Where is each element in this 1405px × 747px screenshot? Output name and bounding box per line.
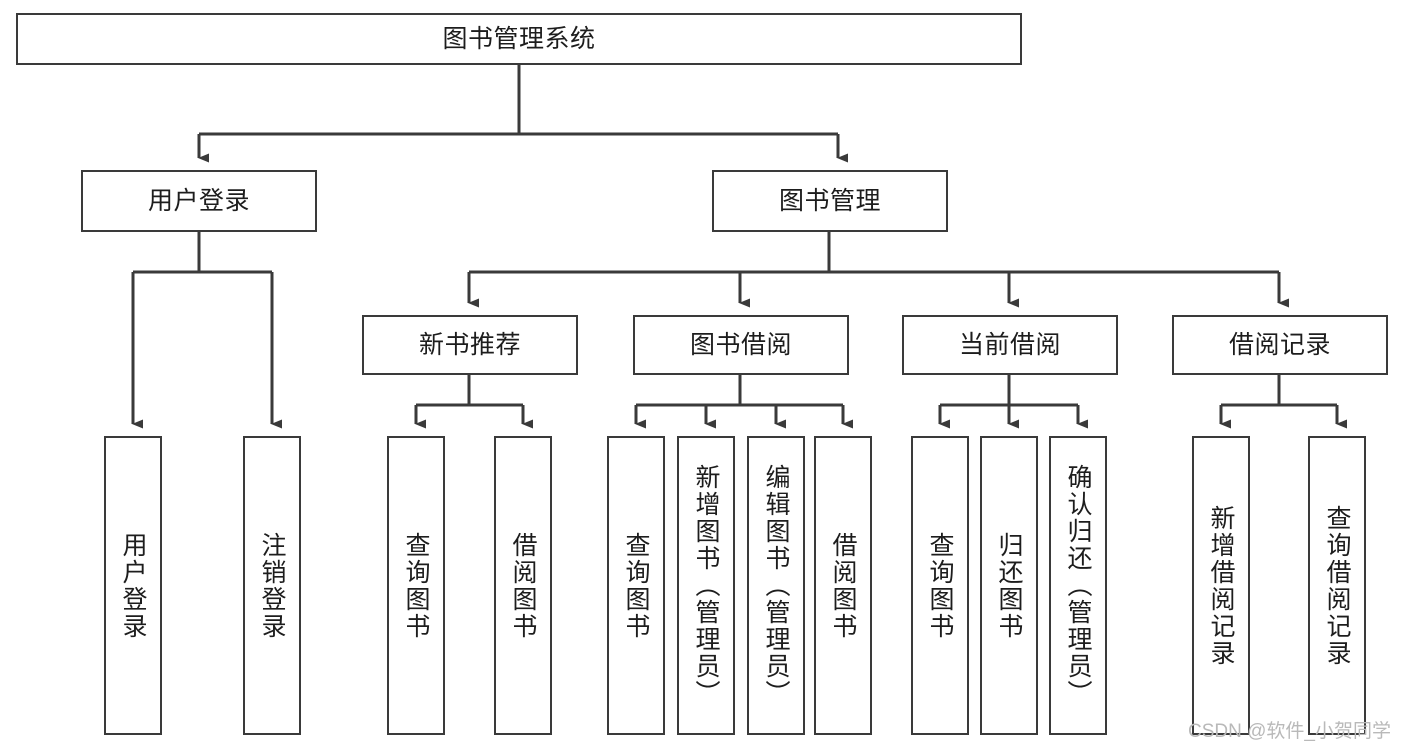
leaf-confirm-return-label: 确认归还（管理员） bbox=[1064, 464, 1092, 707]
node-user-login[interactable]: 用户登录 bbox=[81, 170, 317, 232]
node-book-borrow[interactable]: 图书借阅 bbox=[633, 315, 849, 375]
node-book-borrow-label: 图书借阅 bbox=[689, 330, 792, 359]
leaf-add-book-label: 新增图书（管理员） bbox=[692, 464, 720, 707]
leaf-logout-label: 注销登录 bbox=[258, 531, 286, 640]
leaf-borrow-book-2-label: 借阅图书 bbox=[829, 531, 857, 640]
node-user-login-label: 用户登录 bbox=[147, 186, 250, 215]
leaf-query-book-1[interactable]: 查询图书 bbox=[387, 436, 445, 735]
node-new-book-recommend[interactable]: 新书推荐 bbox=[362, 315, 578, 375]
leaf-borrow-book-1[interactable]: 借阅图书 bbox=[494, 436, 552, 735]
leaf-user-login[interactable]: 用户登录 bbox=[104, 436, 162, 735]
leaf-add-book[interactable]: 新增图书（管理员） bbox=[677, 436, 735, 735]
leaf-confirm-return[interactable]: 确认归还（管理员） bbox=[1049, 436, 1107, 735]
leaf-query-book-2-label: 查询图书 bbox=[622, 531, 650, 640]
leaf-return-book[interactable]: 归还图书 bbox=[980, 436, 1038, 735]
leaf-add-record[interactable]: 新增借阅记录 bbox=[1192, 436, 1250, 735]
leaf-query-book-3-label: 查询图书 bbox=[926, 531, 954, 640]
node-new-book-recommend-label: 新书推荐 bbox=[418, 330, 521, 359]
leaf-logout[interactable]: 注销登录 bbox=[243, 436, 301, 735]
leaf-query-record[interactable]: 查询借阅记录 bbox=[1308, 436, 1366, 735]
leaf-query-record-label: 查询借阅记录 bbox=[1323, 504, 1351, 667]
node-root-label: 图书管理系统 bbox=[442, 24, 596, 53]
node-book-management[interactable]: 图书管理 bbox=[712, 170, 948, 232]
leaf-add-record-label: 新增借阅记录 bbox=[1207, 504, 1235, 667]
leaf-edit-book-label: 编辑图书（管理员） bbox=[762, 464, 790, 707]
node-book-management-label: 图书管理 bbox=[778, 186, 881, 215]
leaf-borrow-book-2[interactable]: 借阅图书 bbox=[814, 436, 872, 735]
leaf-return-book-label: 归还图书 bbox=[995, 531, 1023, 640]
leaf-borrow-book-1-label: 借阅图书 bbox=[509, 531, 537, 640]
node-current-borrow-label: 当前借阅 bbox=[958, 330, 1061, 359]
node-borrow-record[interactable]: 借阅记录 bbox=[1172, 315, 1388, 375]
csdn-watermark: CSDN @软件_小贺同学 bbox=[1188, 721, 1391, 742]
leaf-query-book-1-label: 查询图书 bbox=[402, 531, 430, 640]
leaf-user-login-label: 用户登录 bbox=[119, 531, 147, 640]
leaf-query-book-3[interactable]: 查询图书 bbox=[911, 436, 969, 735]
node-current-borrow[interactable]: 当前借阅 bbox=[902, 315, 1118, 375]
node-root[interactable]: 图书管理系统 bbox=[16, 13, 1022, 65]
leaf-edit-book[interactable]: 编辑图书（管理员） bbox=[747, 436, 805, 735]
leaf-query-book-2[interactable]: 查询图书 bbox=[607, 436, 665, 735]
node-borrow-record-label: 借阅记录 bbox=[1228, 330, 1331, 359]
